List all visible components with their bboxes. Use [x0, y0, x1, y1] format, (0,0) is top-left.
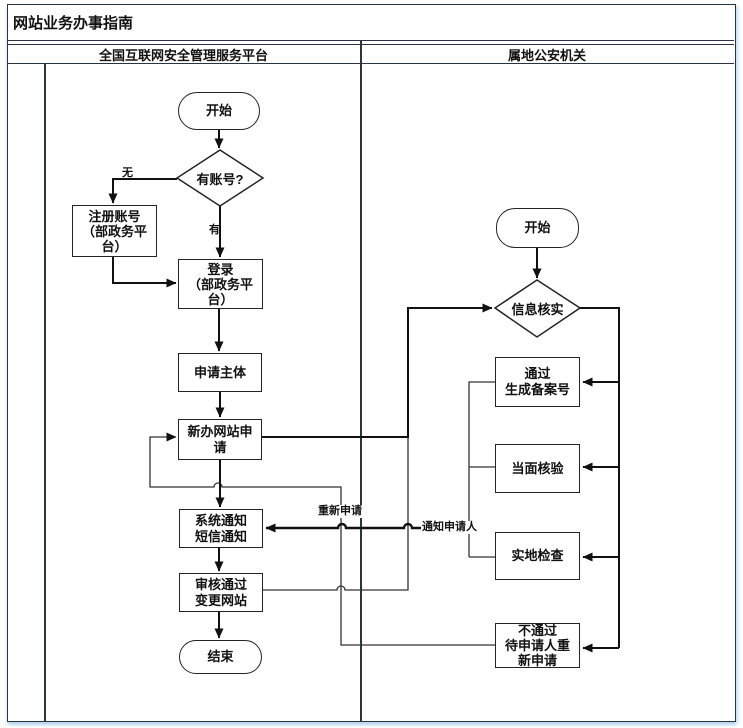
node-system-notice: 系统通知 短信通知 — [179, 509, 263, 548]
node-not-pass: 不通过 待申请人重 新申请 — [495, 623, 580, 668]
edge-label-notify: 通知申请人 — [421, 521, 478, 534]
edge-label-no: 无 — [122, 167, 133, 179]
lane-header-platform-label: 全国互联网安全管理服务平台 — [98, 47, 268, 63]
lane-divider-line — [360, 41, 362, 721]
lane-header-police: 属地公安机关 — [360, 45, 734, 63]
node-review-change: 审核通过 变更网站 — [179, 573, 263, 612]
node-end-left: 结束 — [179, 640, 262, 674]
lane-header-row: 全国互联网安全管理服务平台 属地公安机关 — [7, 44, 734, 64]
node-new-site-apply: 新办网站申 请 — [178, 419, 262, 460]
edge-label-yes: 有 — [209, 224, 220, 236]
node-start-right: 开始 — [496, 208, 579, 248]
node-login: 登录 （部政务平 台） — [178, 259, 263, 309]
node-face-check: 当面核验 — [495, 444, 580, 493]
edge-label-reapply: 重新申请 — [317, 505, 363, 518]
node-has-account: 有账号? — [196, 171, 244, 187]
node-register: 注册账号 （部政务平 台） — [72, 205, 157, 257]
node-apply-subject: 申请主体 — [178, 353, 262, 392]
lane-header-platform: 全国互联网安全管理服务平台 — [7, 45, 360, 63]
lane-header-police-label: 属地公安机关 — [507, 47, 586, 63]
node-site-check: 实地检查 — [495, 532, 580, 580]
chart-frame — [7, 4, 736, 722]
node-info-verify: 信息核实 — [511, 302, 564, 317]
title-row: 网站业务办事指南 — [7, 4, 734, 41]
page-title: 网站业务办事指南 — [13, 14, 134, 32]
stage-column-line — [44, 63, 46, 721]
node-start-left: 开始 — [178, 92, 260, 130]
node-pass-record: 通过 生成备案号 — [495, 357, 580, 407]
